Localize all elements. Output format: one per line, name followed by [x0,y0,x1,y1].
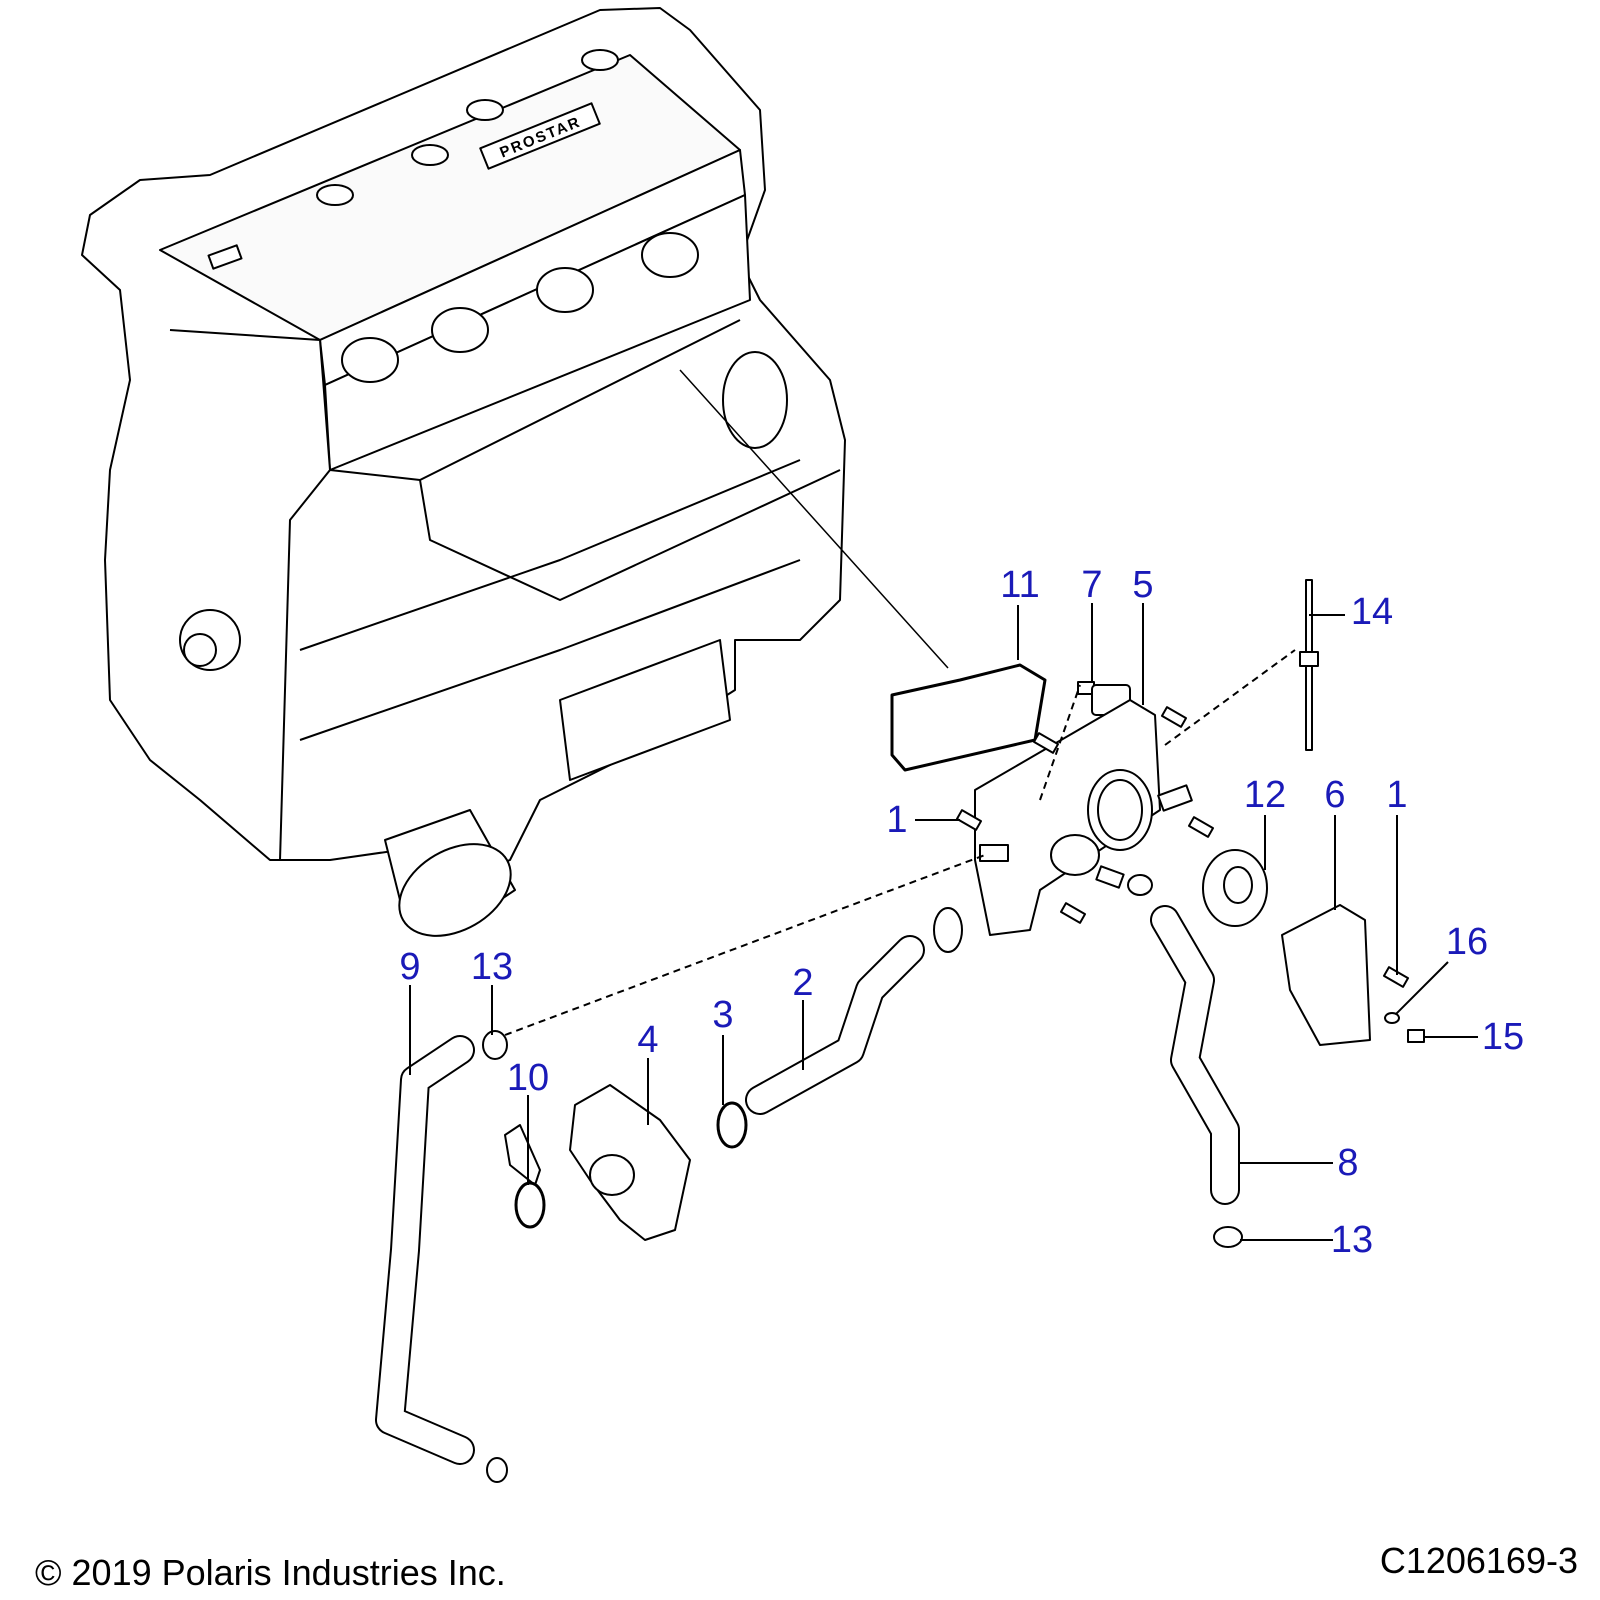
diagram-id: C1206169-3 [1379,1540,1578,1581]
thermostat-cover-6 [1281,904,1371,1046]
engine-assembly: PROSTAR [81,7,846,937]
callout-16: 16 [1445,921,1489,963]
callout-1: 1 [1386,774,1408,816]
callout-12: 12 [1243,774,1287,816]
callout-9: 9 [399,946,421,988]
o-ring-2 [933,907,963,953]
o-ring-10 [514,1181,546,1229]
callout-8: 8 [1337,1142,1359,1184]
thermostat-12 [1202,849,1268,927]
o-ring-3 [716,1101,748,1149]
pump-shaft [589,1154,635,1196]
callout-3: 3 [712,994,734,1036]
bolt-15 [1407,1029,1425,1043]
pump-gasket-10 [504,1124,541,1186]
callout-13: 13 [470,946,514,988]
thermostat-housing-5 [974,699,1193,936]
vent-line-14 [1299,579,1319,751]
callout-10: 10 [506,1057,550,1099]
clamp [486,1457,508,1483]
callout-5: 5 [1132,564,1154,606]
clamp-13 [1213,1226,1243,1248]
washer-16 [1384,1012,1400,1024]
callout-14: 14 [1350,591,1394,633]
callout-11: 11 [1000,564,1040,606]
callout-15: 15 [1481,1016,1525,1058]
clamp [1127,874,1153,896]
callout-4: 4 [637,1019,659,1061]
callout-7: 7 [1081,564,1103,606]
callout-13: 13 [1330,1219,1374,1261]
clamp-13 [482,1030,508,1060]
copyright: © 2019 Polaris Industries Inc. [35,1552,506,1593]
leader-lines [409,369,1478,1241]
gasket-11 [890,663,1047,772]
callout-2: 2 [792,962,814,1004]
callout-1: 1 [886,799,908,841]
callout-6: 6 [1324,774,1346,816]
